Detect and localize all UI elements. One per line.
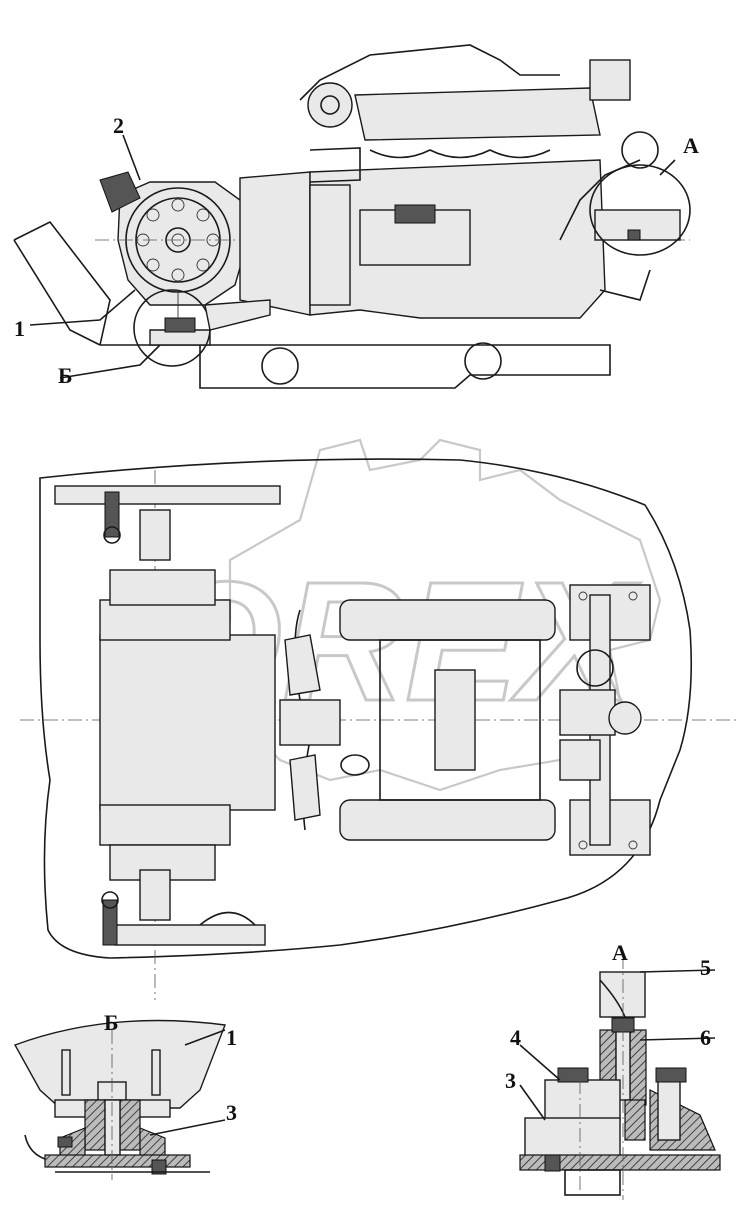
plan-view — [20, 458, 740, 1000]
detail-B: Б 1 3 — [13, 1010, 237, 1180]
detail-A-reference: А — [683, 133, 699, 158]
frame-hole-left — [261, 347, 299, 385]
detail-A-title: А — [612, 940, 628, 965]
detail-B-callout-1: 1 — [226, 1025, 237, 1050]
detail-A: А 5 6 4 3 — [505, 940, 721, 1200]
detail-A-callout-3: 3 — [505, 1068, 516, 1093]
detail-A-callout-5: 5 — [700, 955, 711, 980]
frame-hole-right — [464, 342, 502, 380]
detail-A-callout-4: 4 — [510, 1025, 521, 1050]
front-support — [589, 59, 691, 256]
frame-bracket — [13, 220, 111, 346]
engine-block — [239, 44, 651, 319]
frame-rail — [100, 344, 611, 389]
callout-1: 1 — [14, 316, 25, 341]
callout-2: 2 — [113, 113, 124, 138]
detail-A-callout-6: 6 — [700, 1025, 711, 1050]
rear-support — [133, 289, 271, 367]
detail-B-callout-3: 3 — [226, 1100, 237, 1125]
detail-B-reference: Б — [58, 363, 73, 388]
detail-A-circle — [589, 164, 691, 256]
detail-B-title: Б — [104, 1010, 119, 1035]
plan-outline — [39, 458, 693, 959]
side-view: 2 1 А Б — [13, 44, 699, 389]
flywheel-housing — [99, 171, 249, 306]
